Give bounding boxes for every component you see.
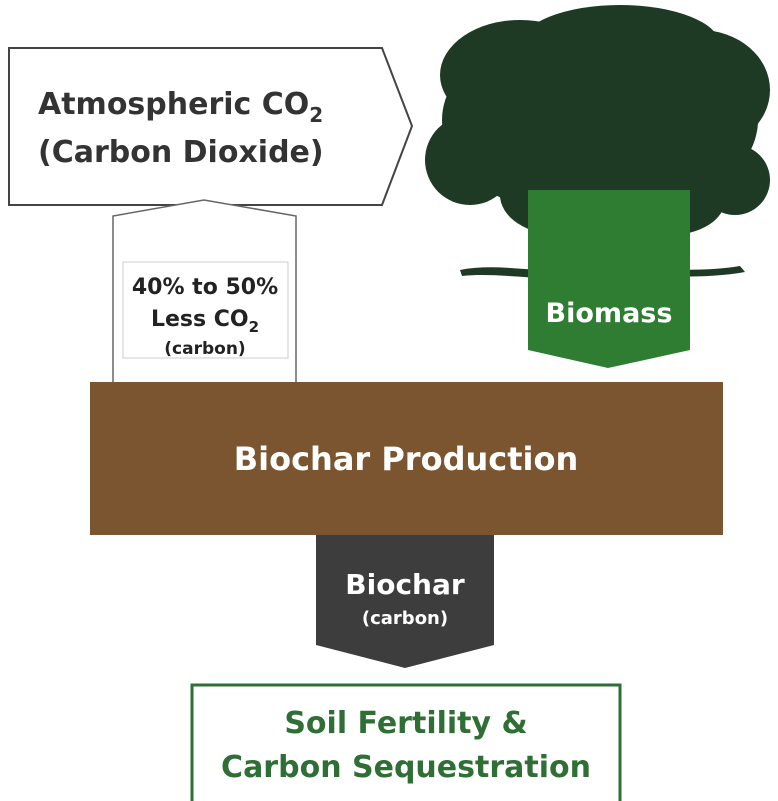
carbon-sequestration-label: Carbon Sequestration: [221, 750, 591, 785]
atmospheric-co2-node: Atmospheric CO2 (Carbon Dioxide): [8, 47, 414, 206]
atmospheric-co2-arrow-shape: [8, 47, 414, 206]
co2-release-node: 40% to 50% Less CO2 (carbon): [112, 199, 297, 385]
biochar-arrow-shape: [316, 535, 494, 668]
atmospheric-co2-label: Atmospheric CO2: [38, 87, 323, 127]
co2-release-inner-box: [122, 261, 289, 359]
biochar-production-label: Biochar Production: [234, 440, 579, 478]
biochar-carbon-label: (carbon): [362, 608, 448, 629]
soil-fertility-node: Soil Fertility & Carbon Sequestration: [190, 683, 622, 801]
biochar-production-node: Biochar Production: [90, 382, 723, 535]
biochar-production-bar: [90, 382, 723, 535]
biomass-label: Biomass: [546, 298, 673, 329]
soil-fertility-box: [190, 683, 622, 801]
carbon-dioxide-label: (Carbon Dioxide): [38, 135, 324, 170]
biomass-node: Biomass: [528, 190, 690, 368]
co2-reduction-percent-label: 40% to 50%: [132, 275, 278, 300]
biochar-label: Biochar: [345, 568, 465, 601]
release-carbon-label: (carbon): [164, 339, 245, 359]
biomass-arrow-shape: [528, 190, 690, 368]
less-co2-label: Less CO2: [151, 307, 259, 336]
soil-fertility-label: Soil Fertility &: [284, 706, 527, 741]
biochar-node: Biochar (carbon): [316, 535, 494, 668]
